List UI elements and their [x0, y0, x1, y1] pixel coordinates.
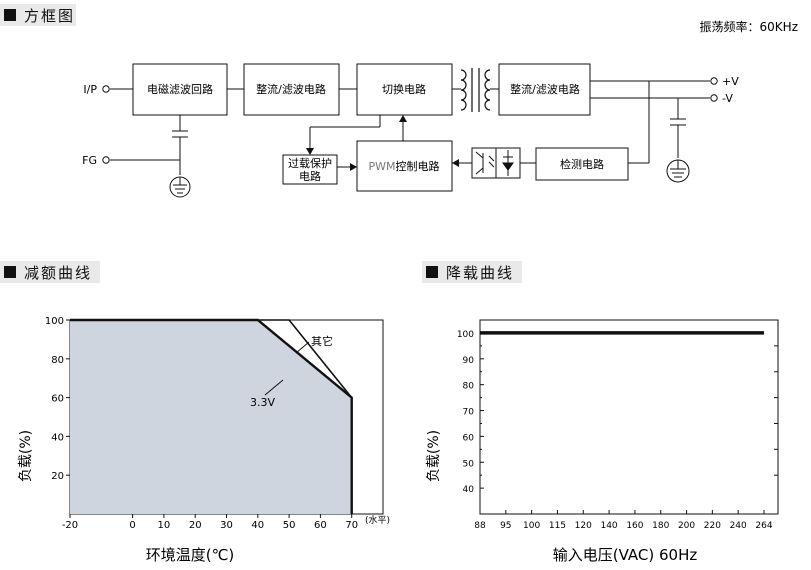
ovp-block: 过载保护 电路: [282, 154, 338, 185]
emi-filter-block: 电磁滤波回路: [132, 63, 228, 116]
load-plot-frame: [479, 319, 779, 515]
svg-text:PWM控制电路: PWM控制电路: [368, 159, 439, 173]
load-y-tick-label: 70: [463, 408, 475, 418]
derating-x-tick-label: 60: [314, 520, 327, 531]
pwm-block: PWM控制电路: [356, 140, 453, 192]
load-x-tick-label: 120: [575, 521, 592, 531]
load-x-tick-label: 240: [730, 521, 747, 531]
load-chart: 88 95 100 115 120 140 160 180 200 220 240 264 40 50 60…: [426, 319, 779, 564]
load-x-tick-label: 100: [523, 521, 540, 531]
derating-chart: -20 0 10 20 30 40 50 60 70 20 40 60 80 100 负载(%) 环境温度…: [18, 316, 390, 564]
derating-x-tick-label: -20: [62, 520, 78, 531]
derating-y-tick-label: 100: [45, 316, 64, 327]
fg-label: FG: [82, 154, 97, 167]
svg-text:切换电路: 切换电路: [382, 82, 426, 96]
transformer-icon: [460, 68, 491, 112]
derating-header: 减额曲线: [0, 261, 100, 283]
series-pointer-3v3: [264, 379, 284, 396]
detect-block: 检测电路: [535, 147, 629, 181]
load-x-tick-label: 140: [600, 521, 617, 531]
series-pointer-other: [295, 341, 310, 354]
derating-title: 减额曲线: [24, 263, 93, 282]
derating-y-tick-label: 20: [51, 471, 64, 482]
ground-icon-output: [666, 159, 690, 183]
load-x-tick-label: 264: [755, 521, 772, 531]
output-plus-label: +V: [722, 75, 739, 88]
rectifier-block-2: 整流/滤波电路: [498, 63, 591, 116]
bullet-square-icon: [426, 266, 438, 278]
load-x-tick-label: 200: [678, 521, 695, 531]
load-y-tick-label: 40: [463, 485, 475, 495]
derating-xunit: (水平): [365, 514, 390, 526]
series-label-other: 其它: [311, 334, 333, 348]
load-x-tick-label: 88: [474, 521, 486, 531]
svg-text:过载保护: 过载保护: [288, 156, 332, 170]
switching-block: 切换电路: [356, 63, 453, 116]
load-y-tick-label: 50: [463, 459, 475, 469]
derating-y-tick-label: 60: [51, 394, 64, 405]
load-ylabel: 负载(%): [426, 430, 442, 482]
bullet-square-icon: [4, 9, 16, 21]
block-diagram-header: 方框图: [0, 4, 76, 26]
load-xlabel: 输入电压(VAC) 60Hz: [553, 546, 698, 564]
load-x-tick-label: 95: [500, 521, 511, 531]
output-minus-label: -V: [722, 92, 733, 105]
series-label-3v3: 3.3V: [250, 396, 275, 409]
rectifier-block-1: 整流/滤波电路: [243, 63, 340, 116]
bullet-square-icon: [4, 266, 16, 278]
derating-y-tick-label: 80: [51, 355, 64, 366]
load-y-tick-label: 100: [457, 330, 474, 340]
derating-y-tick-label: 40: [51, 432, 64, 443]
oscillation-label: 振荡频率：60KHz: [700, 19, 798, 34]
svg-text:整流/滤波电路: 整流/滤波电路: [510, 82, 580, 96]
load-y-tick-label: 80: [463, 382, 475, 392]
load-y-tick-label: 60: [463, 433, 475, 443]
derating-x-tick-label: 50: [283, 520, 296, 531]
block-diagram: 振荡频率：60KHz: [82, 19, 798, 198]
svg-text:电路: 电路: [299, 170, 321, 183]
derating-x-tick-label: 30: [220, 520, 233, 531]
svg-text:检测电路: 检测电路: [560, 157, 604, 171]
derating-x-tick-label: 20: [189, 520, 202, 531]
derating-series-line-1: [70, 318, 353, 514]
load-x-tick-label: 115: [549, 521, 566, 531]
load-x-tick-label: 180: [652, 521, 669, 531]
derating-x-tick-label: 10: [158, 520, 171, 531]
load-curve-title: 降载曲线: [446, 263, 515, 282]
derating-xlabel: 环境温度(℃): [146, 546, 235, 564]
derating-x-tick-label: 70: [345, 520, 358, 531]
derating-x-tick-label: 40: [251, 520, 264, 531]
load-curve-header: 降载曲线: [422, 261, 522, 283]
load-x-tick-label: 220: [704, 521, 721, 531]
load-y-tick-label: 90: [463, 356, 475, 366]
derating-x-tick-label: 0: [129, 520, 135, 531]
load-x-tick-label: 160: [626, 521, 643, 531]
optocoupler-icon: [471, 147, 521, 179]
input-label: I/P: [83, 83, 97, 96]
derating-fill-area: [70, 320, 352, 514]
block-diagram-title: 方框图: [24, 6, 76, 25]
svg-text:整流/滤波电路: 整流/滤波电路: [256, 82, 326, 96]
derating-ylabel: 负载(%): [18, 430, 34, 482]
ground-icon-fg: [169, 176, 191, 198]
svg-text:电磁滤波回路: 电磁滤波回路: [147, 83, 213, 96]
